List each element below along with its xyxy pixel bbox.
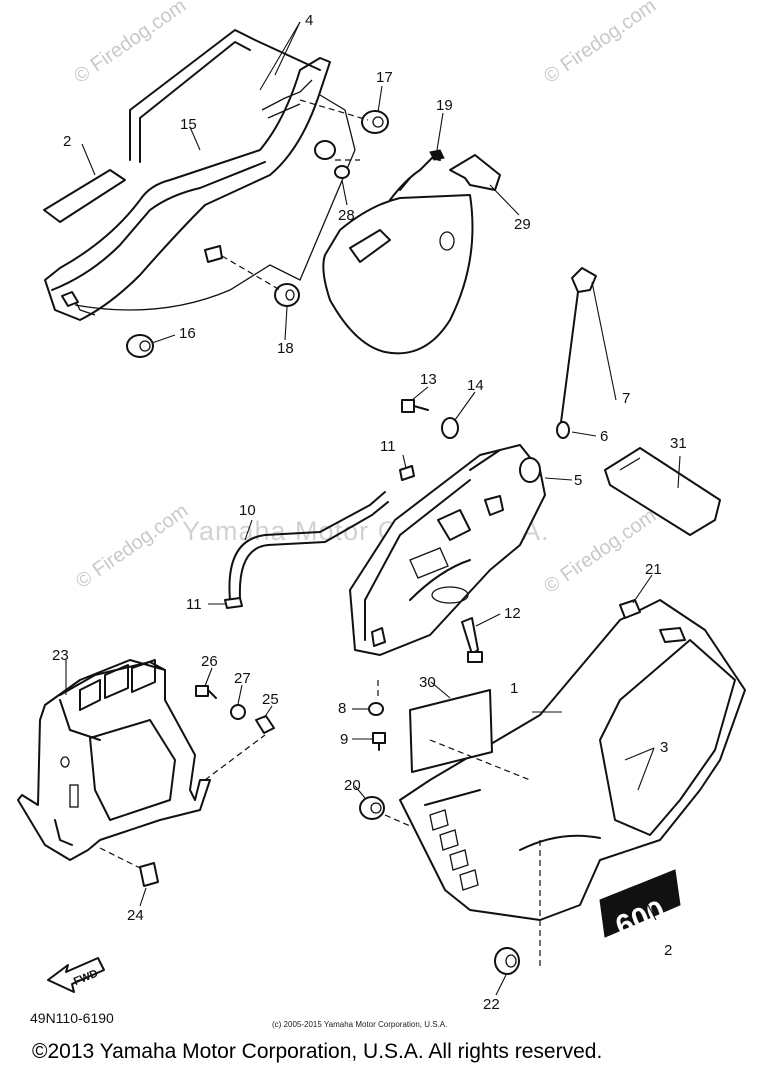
gasket-6: [556, 421, 570, 439]
clip-29: [449, 154, 501, 191]
callout-2-upper: 2: [63, 133, 71, 150]
part-code: 49N110-6190: [30, 1010, 114, 1026]
leader-lines: [65, 21, 681, 996]
callout-5: 5: [574, 472, 582, 489]
fwd-arrow: FWD: [47, 957, 105, 993]
nut-21: [619, 599, 641, 619]
callout-16: 16: [179, 325, 196, 342]
callout-19: 19: [436, 97, 453, 114]
grommet-17: [361, 110, 389, 134]
grommet-22: [494, 947, 520, 975]
washer-27: [230, 704, 246, 720]
oil-tank: [349, 444, 546, 656]
callout-24: 24: [127, 907, 144, 924]
callout-30: 30: [419, 674, 436, 691]
bolt-12: [461, 617, 483, 663]
collar-25: [255, 715, 275, 734]
callout-18: 18: [277, 340, 294, 357]
breather-hose: [228, 491, 386, 601]
grommet-16: [126, 334, 154, 358]
callout-26: 26: [201, 653, 218, 670]
callout-12: 12: [504, 605, 521, 622]
callout-23: 23: [52, 647, 69, 664]
dipstick-cap-7: [559, 267, 597, 431]
side-cover-right: [399, 599, 746, 921]
bolt-26: [195, 685, 217, 699]
emblem-600: 600: [599, 869, 681, 944]
callout-13: 13: [420, 371, 437, 388]
callout-22: 22: [483, 996, 500, 1013]
callout-11-lower: 11: [186, 596, 202, 613]
grommet-20: [359, 796, 385, 820]
callout-29: 29: [514, 216, 531, 233]
clamp-11-lower: [224, 597, 243, 609]
decal-30: [409, 689, 493, 773]
callout-31: 31: [670, 435, 687, 452]
callout-20: 20: [344, 777, 361, 794]
screw-9: [372, 732, 386, 751]
callout-3: 3: [660, 739, 668, 756]
callout-4: 4: [305, 12, 313, 29]
callout-labels: 1 2 2 3 4 5 6 7 8 9 10 11 11 12 13 14 15…: [52, 12, 687, 1013]
callout-17: 17: [376, 69, 393, 86]
callout-25: 25: [262, 691, 279, 708]
battery-box: [17, 659, 211, 861]
callout-11-upper: 11: [380, 438, 396, 455]
damper-28: [314, 140, 350, 179]
callout-7: 7: [622, 390, 630, 407]
callout-6: 6: [600, 428, 608, 445]
callout-21: 21: [645, 561, 662, 578]
pad-31: [604, 447, 721, 536]
side-cover-frame: [44, 29, 356, 321]
callout-8: 8: [338, 700, 346, 717]
washer-8: [368, 702, 384, 716]
callout-2-lower: 2: [664, 942, 672, 959]
clamp-11-upper: [399, 465, 415, 481]
flap-shield: [322, 149, 474, 355]
clip-24: [139, 862, 159, 887]
grommet-18: [274, 283, 300, 307]
callout-27: 27: [234, 670, 251, 687]
decal-left: [43, 169, 126, 223]
footer-copyright: ©2013 Yamaha Motor Corporation, U.S.A. A…: [32, 1040, 603, 1063]
bolt-13: [401, 399, 429, 413]
callout-14: 14: [467, 377, 484, 394]
callout-9: 9: [340, 731, 348, 748]
callout-28: 28: [338, 207, 355, 224]
small-copyright: (c) 2005-2015 Yamaha Motor Corporation, …: [272, 1020, 448, 1029]
callout-15: 15: [180, 116, 197, 133]
callout-10: 10: [239, 502, 256, 519]
callout-1: 1: [510, 680, 518, 697]
collar-14: [441, 417, 459, 439]
clip-18: [204, 245, 223, 263]
